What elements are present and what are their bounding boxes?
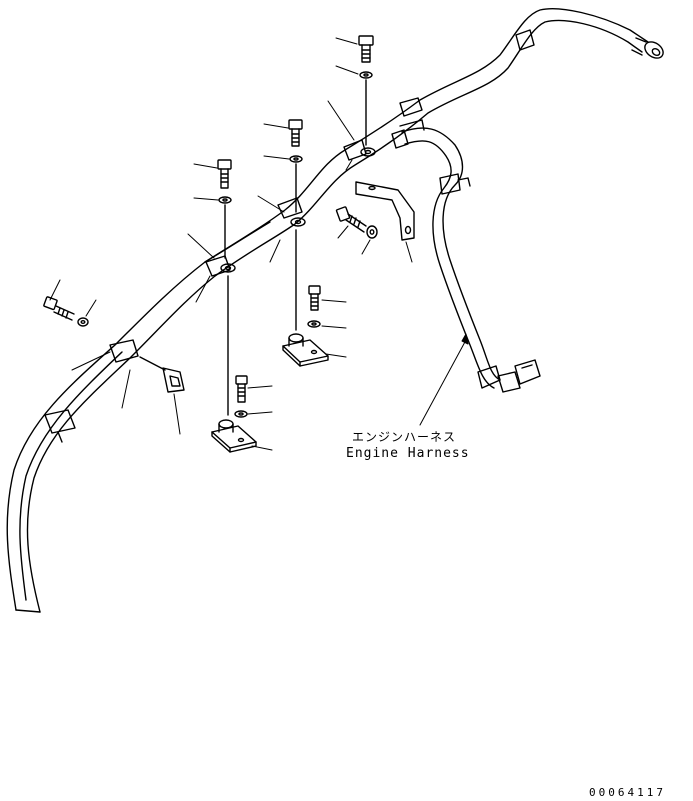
mount-stack-a [283,286,328,366]
left-bolt [44,297,88,326]
leader-lines [50,38,468,450]
engine-harness-label-english: Engine Harness [346,446,470,461]
bracket-bolt [336,207,377,238]
harness-clip [140,357,184,392]
main-harness [7,9,648,612]
fastener-stack-1 [359,36,373,145]
harness-clamps [45,30,534,442]
drawing-number: 00064117 [589,786,666,799]
engine-harness [392,120,500,388]
engine-harness-label-japanese: エンジンハーネス [352,430,457,444]
harness-bracket [356,182,414,240]
harness-end-connector [632,38,666,61]
mount-stack-b [212,376,256,452]
engine-harness-connector [478,360,540,392]
clamp-tabs [221,148,375,272]
fastener-stack-3 [218,160,231,415]
fastener-stack-2 [289,120,302,330]
